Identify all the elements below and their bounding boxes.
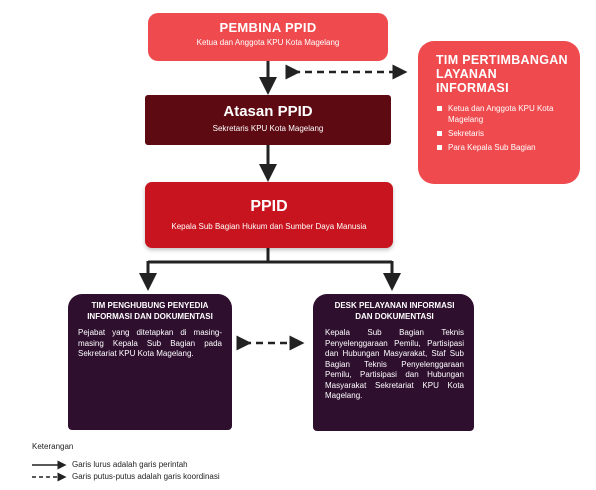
desk-pelayanan-body: Kepala Sub Bagian Teknis Penyelenggaraan… (325, 328, 464, 400)
list-item: Ketua dan Anggota KPU Kota Magelang (437, 103, 570, 125)
legend: Keterangan Garis lurus adalah garis peri… (32, 442, 220, 481)
legend-dashed-label: Garis putus-putus adalah garis koordinas… (72, 472, 220, 481)
pembina-subtitle: Ketua dan Anggota KPU Kota Magelang (196, 38, 340, 47)
list-item: Para Kepala Sub Bagian (437, 142, 570, 153)
pembina-ppid-box: PEMBINA PPID Ketua dan Anggota KPU Kota … (148, 13, 388, 61)
pembina-title: PEMBINA PPID (219, 20, 317, 35)
ppid-subtitle: Kepala Sub Bagian Hukum dan Sumber Daya … (171, 222, 367, 231)
tim-penghubung-body: Pejabat yang ditetapkan di masing-masing… (78, 328, 222, 358)
list-item: Sekretaris (437, 128, 570, 139)
tim-penghubung-title: TIM PENGHUBUNG PENYEDIA INFORMASI DAN DO… (87, 301, 213, 321)
atasan-subtitle: Sekretaris KPU Kota Magelang (212, 124, 324, 133)
desk-pelayanan-title: DESK PELAYANAN INFORMASI DAN DOKUMENTASI (334, 301, 455, 321)
ppid-box: PPID Kepala Sub Bagian Hukum dan Sumber … (145, 182, 393, 248)
desk-pelayanan-box: DESK PELAYANAN INFORMASI DAN DOKUMENTASI… (313, 294, 474, 431)
ppid-title: PPID (250, 198, 288, 215)
legend-dashed-row: Garis putus-putus adalah garis koordinas… (32, 472, 332, 482)
legend-solid-row: Garis lurus adalah garis perintah (32, 460, 332, 470)
tim-pertimbangan-box: TIM PERTIMBANGAN LAYANAN INFORMASI Ketua… (418, 41, 580, 184)
atasan-ppid-box: Atasan PPID Sekretaris KPU Kota Magelang (145, 95, 391, 145)
tim-pertimbangan-title: TIM PERTIMBANGAN LAYANAN INFORMASI (436, 53, 568, 95)
tim-pertimbangan-list: Ketua dan Anggota KPU Kota Magelang Sekr… (436, 103, 570, 153)
legend-solid-label: Garis lurus adalah garis perintah (72, 460, 188, 469)
legend-title: Keterangan (32, 442, 74, 451)
atasan-title: Atasan PPID (223, 103, 313, 120)
tim-penghubung-box: TIM PENGHUBUNG PENYEDIA INFORMASI DAN DO… (68, 294, 232, 430)
